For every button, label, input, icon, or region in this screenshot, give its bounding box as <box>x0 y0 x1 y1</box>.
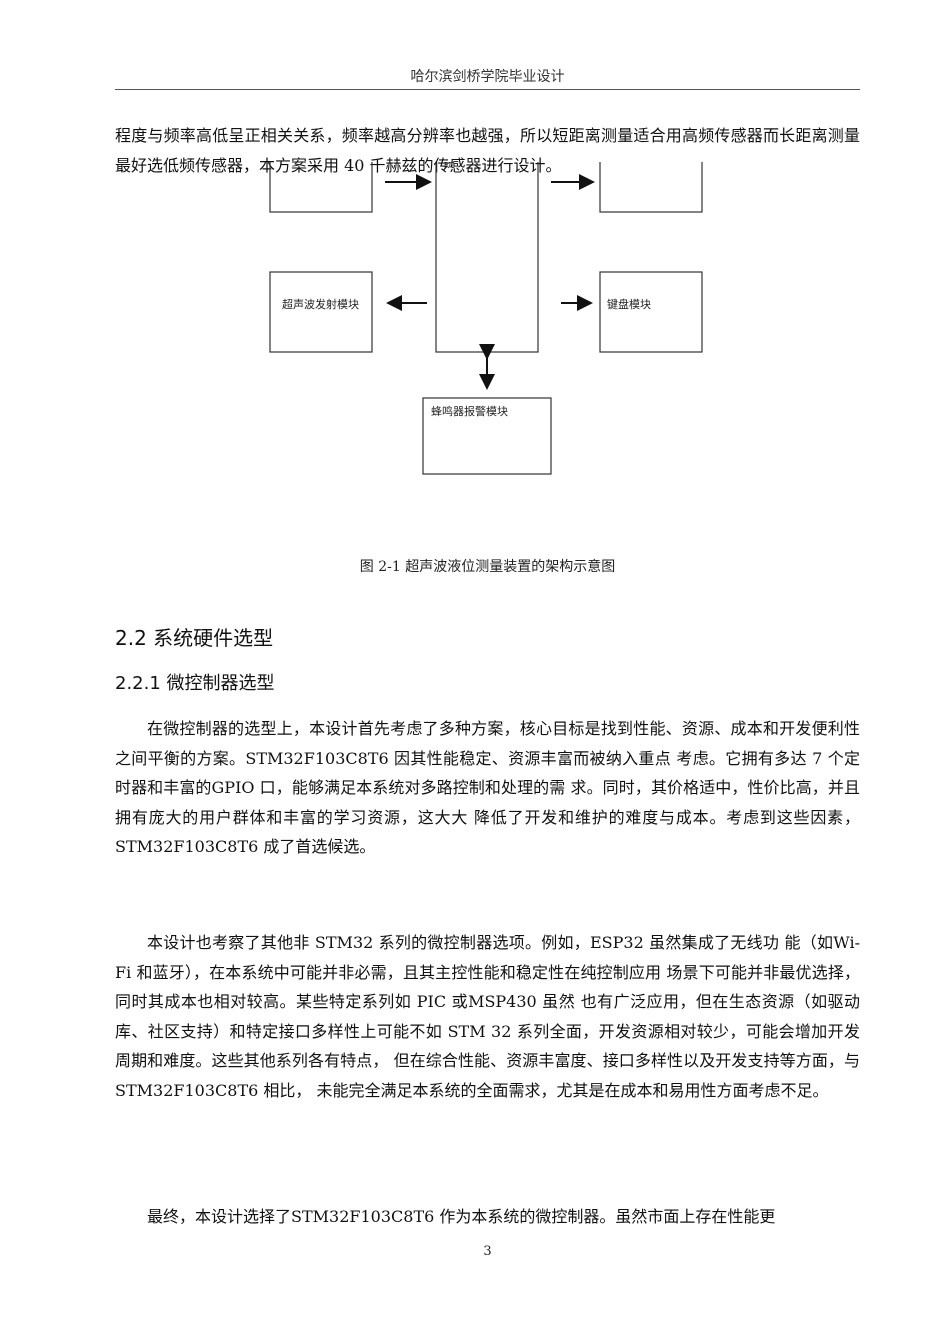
section-heading: 2.2 系统硬件选型 <box>115 626 274 650</box>
ultrasonic-emitter-label: 超声波发射模块 <box>282 297 359 311</box>
ultrasonic-emitter-box <box>269 271 373 353</box>
mcu-box-fragment: 统 <box>444 162 455 170</box>
top-left-box <box>269 162 373 213</box>
keyboard-box <box>599 271 703 353</box>
paragraph-2: 本设计也考察了其他非 STM32 系列的微控制器选项。例如，ESP32 虽然集成… <box>115 933 860 1100</box>
buzzer-alarm-label: 蜂鸣器报警模块 <box>431 404 508 418</box>
buzzer-alarm-box <box>422 397 552 475</box>
intro-paragraph: 程度与频率高低呈正相关关系，频率越高分辨率也越强，所以短距离测量适合用高频传感器… <box>115 126 860 175</box>
page-header: 哈尔滨剑桥学院毕业设计 <box>410 69 565 85</box>
top-right-box <box>599 162 703 213</box>
subsection-heading: 2.2.1 微控制器选型 <box>115 673 275 694</box>
page-number: 3 <box>483 1244 492 1259</box>
paragraph-1: 在微控制器的选型上，本设计首先考虑了多种方案，核心目标是找到性能、资源、成本和开… <box>115 719 860 857</box>
architecture-diagram: 统 超声波发射模块 键盘模块 蜂鸣器报警模块 <box>255 162 725 480</box>
figure-caption: 图 2-1 超声波液位测量装置的架构示意图 <box>359 559 616 575</box>
header-divider <box>115 89 860 90</box>
keyboard-label: 键盘模块 <box>607 297 651 311</box>
paragraph-3: 最终，本设计选择了STM32F103C8T6 作为本系统的微控制器。虽然市面上存… <box>147 1207 776 1226</box>
mcu-box <box>435 162 539 353</box>
